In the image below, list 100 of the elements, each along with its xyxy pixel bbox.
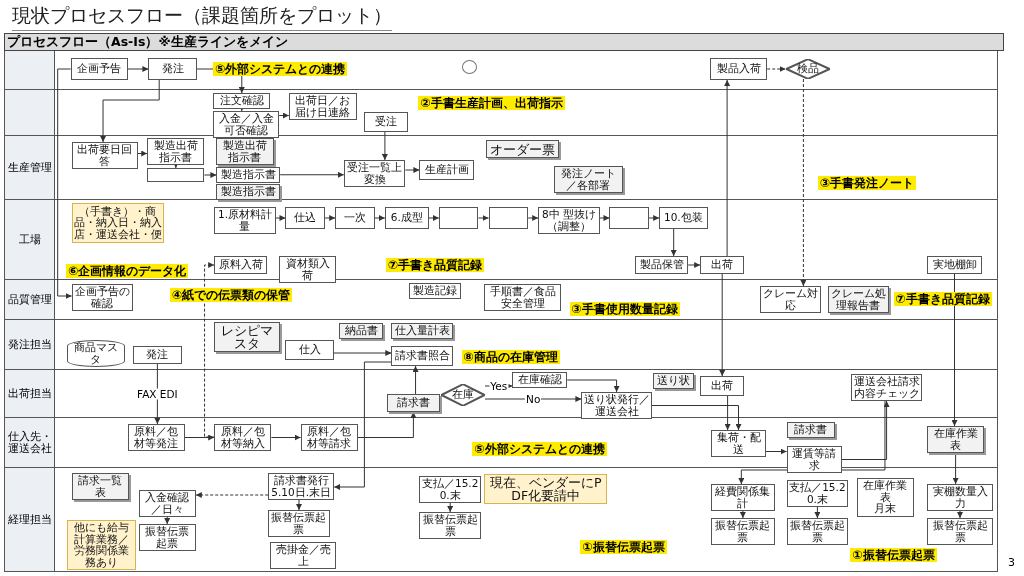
- document-shape: クレーム処理報告書: [827, 286, 890, 313]
- document-shape: 発注ノート／各部署: [554, 166, 623, 193]
- page-title: 現状プロセスフロー（課題箇所をプロット）: [12, 3, 392, 31]
- swimlane: [4, 320, 998, 370]
- arrow: [137, 150, 148, 157]
- process-box: 手順書／食品安全管理: [484, 284, 562, 311]
- document-shape: 仕入量計表: [391, 323, 453, 339]
- issue-callout: ⑤外部システムとの連携: [213, 62, 348, 76]
- arrow: [204, 262, 215, 438]
- process-box: 原料／包材等請求: [300, 424, 358, 451]
- process-box: 経費関係集計: [711, 484, 775, 511]
- process-box: 運送会社請求内容チェック: [851, 374, 922, 401]
- arrow: [477, 215, 489, 221]
- process-box: 入金確認／日々: [138, 490, 196, 517]
- swimlane: [4, 136, 998, 200]
- arrow: [527, 215, 539, 221]
- process-box: 振替伝票起票: [138, 524, 196, 551]
- arrow: [278, 112, 290, 119]
- document-shape: 請求書: [387, 394, 440, 412]
- arrow: [296, 499, 302, 511]
- process-box: 製品入荷: [710, 58, 768, 80]
- process-box: 仕入: [285, 340, 334, 360]
- arrow: [195, 492, 269, 498]
- process-box: 生産計画: [419, 160, 475, 180]
- document-shape: 請求書: [786, 422, 835, 438]
- process-box: 企画予告: [70, 58, 128, 80]
- arrow: [412, 365, 419, 395]
- process-box: 振替伝票起票: [786, 518, 849, 545]
- process-box: 一次: [335, 207, 375, 229]
- process-box: 製造指示書: [216, 167, 281, 183]
- process-box: 振替伝票起票: [419, 512, 481, 539]
- arrow: [766, 66, 787, 72]
- process-box: 受注: [364, 112, 409, 132]
- arrow: [374, 215, 386, 221]
- arrow: [447, 502, 454, 513]
- arrow: [841, 400, 890, 460]
- arrow: [687, 262, 701, 268]
- issue-callout: ①振替伝票起票: [580, 540, 667, 554]
- process-box: 出荷日／お届け日連絡: [288, 93, 357, 120]
- swimlane: [4, 280, 998, 320]
- document-shape: レシピマスタ: [214, 322, 281, 352]
- process-box: [488, 207, 529, 229]
- arrow: [127, 66, 149, 72]
- note-box: 現在、ベンダーにPDF化要請中: [484, 474, 608, 504]
- arrow: [724, 79, 731, 257]
- process-box: 8中 型抜け（調整）: [538, 207, 600, 234]
- process-box: 原料入荷: [214, 256, 267, 274]
- issue-callout: ⑥企画情報のデータ化: [66, 264, 189, 278]
- process-box: 入金／入金可否確認: [213, 111, 280, 138]
- edge-label: Yes: [489, 380, 509, 392]
- lane-label: 工場: [5, 200, 55, 279]
- issue-callout: ③手書使用数量記録: [569, 302, 680, 316]
- arrow: [57, 68, 73, 299]
- process-box: 仕込: [285, 207, 326, 229]
- arrow: [719, 273, 726, 377]
- arrow: [648, 215, 660, 221]
- note-box: （手書き）・商品・納入日・納入店・運送会社・便: [71, 203, 164, 243]
- arrow: [381, 131, 388, 161]
- note-box: 他にも給与計算業務／労務関係業務あり: [67, 520, 136, 570]
- arrow: [184, 434, 215, 441]
- arrow: [324, 215, 336, 221]
- process-box: 実地棚卸: [927, 256, 982, 274]
- arrow: [739, 510, 746, 519]
- process-box: 発注: [148, 58, 197, 80]
- arrow: [404, 167, 420, 173]
- arrow: [203, 172, 217, 178]
- database-cylinder: 商品マスタ: [67, 340, 125, 367]
- process-box: 出荷: [700, 256, 745, 274]
- arrow: [670, 228, 677, 257]
- arrow: [951, 273, 958, 427]
- process-box: 出荷: [700, 376, 745, 396]
- process-box: 集荷・配送: [711, 430, 766, 457]
- arrow: [651, 405, 742, 431]
- process-box: 製品保管: [635, 256, 689, 274]
- process-box: 支払／15.20.末: [419, 476, 481, 503]
- arrow: [484, 396, 582, 402]
- process-box: 出荷要日回答: [71, 142, 138, 169]
- arrow: [599, 215, 610, 221]
- process-box: 6.成型: [384, 207, 429, 229]
- arrow: [724, 395, 731, 431]
- process-box: 原料／包材等発注: [127, 424, 185, 451]
- decision-diamond: 在庫: [441, 384, 485, 406]
- lane-label: 仕入先・運送会社: [5, 418, 55, 467]
- process-box: 注文確認: [213, 93, 271, 109]
- issue-callout: ⑦手書き品質記録: [893, 292, 992, 306]
- swimlane: [4, 200, 998, 280]
- lane-label: 生産管理: [5, 136, 55, 199]
- process-box: 売掛金／売上: [270, 542, 337, 569]
- process-box: 発注: [133, 346, 182, 364]
- arrow: [279, 171, 345, 178]
- process-box: 振替伝票起票: [927, 518, 993, 545]
- arrow: [814, 506, 821, 519]
- arrow: [566, 379, 620, 393]
- arrow: [333, 361, 392, 490]
- process-box: 運賃等請求: [786, 446, 842, 473]
- process-box: 送り状発行／運送会社: [581, 392, 652, 419]
- process-box: 10.包装: [659, 207, 708, 229]
- process-box: 請求書照合: [391, 346, 453, 366]
- issue-callout: ①振替伝票起票: [850, 548, 937, 562]
- process-box: 1.原材料計量: [214, 207, 276, 234]
